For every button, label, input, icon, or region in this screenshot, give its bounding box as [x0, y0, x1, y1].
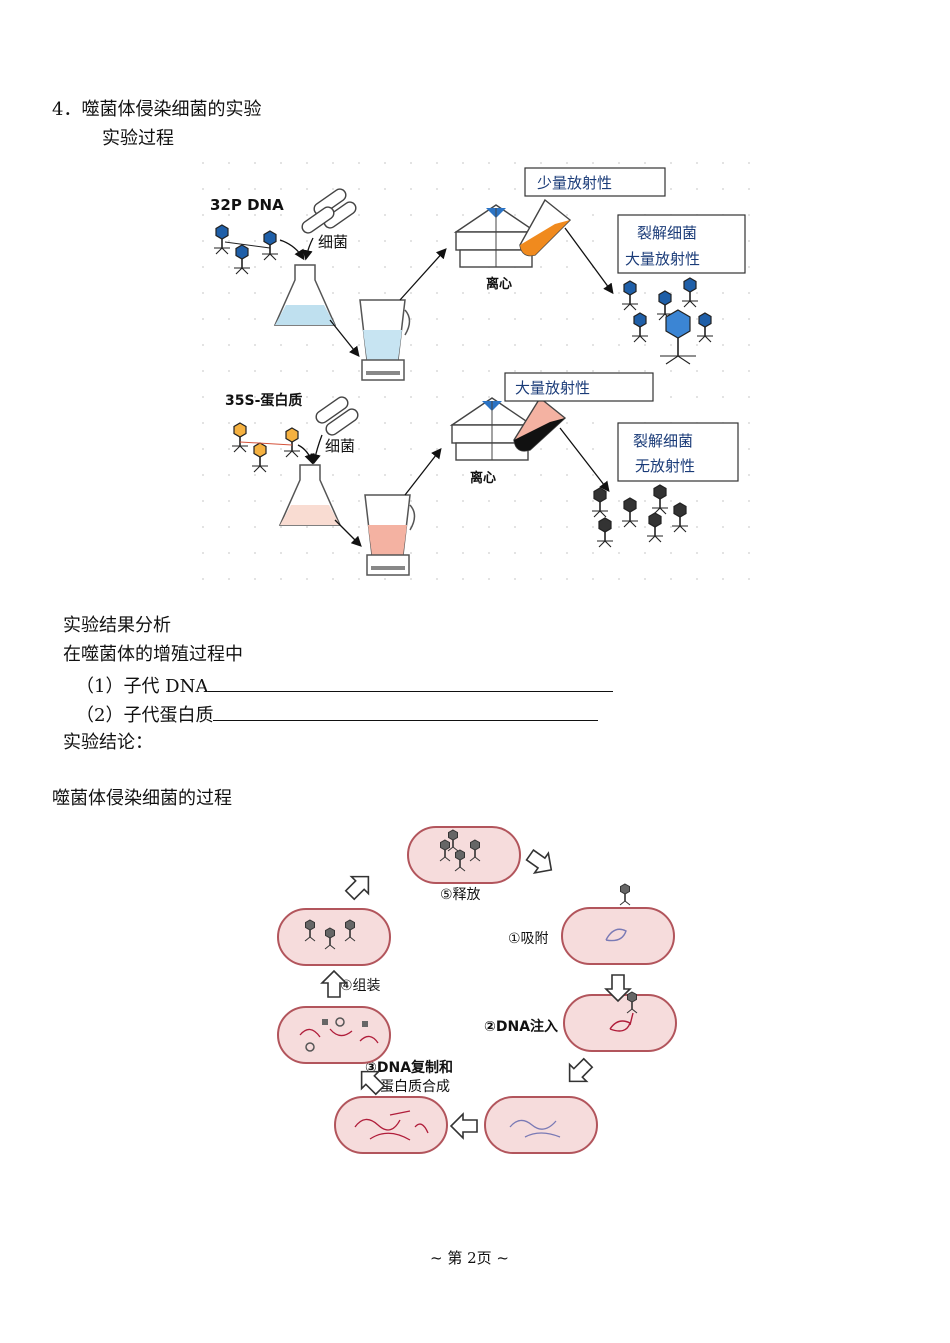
section-title: 4．噬菌体侵染细菌的实验 — [52, 99, 262, 120]
step-replicate-line1: ③DNA复制和 — [365, 1059, 453, 1076]
cycle-title: 噬菌体侵染细菌的过程 — [52, 788, 232, 809]
page-footer: ~ 第 2页 ~ — [430, 1249, 509, 1267]
conclusion-label: 实验结论： — [63, 732, 153, 753]
row1-result-box — [617, 214, 746, 274]
row2-result-line1: 裂解细菌 — [633, 432, 693, 450]
row2-supernatant-box — [504, 372, 654, 402]
analysis-heading: 实验结果分析 — [63, 615, 171, 636]
row2-blender — [364, 494, 416, 576]
row1-bacteria-label: 细菌 — [318, 233, 348, 251]
row1-result-line1: 裂解细菌 — [637, 224, 697, 242]
step-assemble: ④组装 — [340, 978, 381, 994]
section-subtitle: 实验过程 — [102, 128, 174, 149]
row1-centrifuge — [453, 204, 539, 268]
experiment-figure: 32P DNA 细菌 离心 少量放射性 — [200, 160, 760, 580]
row1-supernatant-box — [524, 167, 666, 197]
answer-blank-dna[interactable] — [208, 673, 614, 692]
row1-phages — [213, 224, 279, 275]
step-inject: ②DNA注入 — [484, 1018, 558, 1035]
question-dna-label: （1）子代 DNA — [76, 676, 209, 697]
arrow-release-to-adsorb — [522, 844, 559, 881]
row2-phages — [231, 422, 301, 473]
arrow-replicating-to-synthesis — [450, 1113, 478, 1139]
row2-centrifuge-label: 离心 — [470, 470, 496, 486]
row2-centrifuge — [449, 397, 535, 461]
cell-packaged — [277, 908, 391, 966]
step-release: ⑤释放 — [440, 887, 481, 903]
analysis-intro: 在噬菌体的增殖过程中 — [63, 644, 243, 665]
arrow-packaged-to-release — [340, 867, 378, 905]
question-dna: （1）子代 DNA — [76, 673, 614, 699]
row2-supernatant-text: 大量放射性 — [515, 379, 590, 397]
row1-progeny-phages — [621, 277, 714, 365]
row2-tube — [513, 396, 567, 452]
cell-inject — [563, 994, 677, 1052]
row1-phage-label: 32P DNA — [210, 196, 284, 214]
step-adsorb: ①吸附 — [508, 931, 549, 947]
arrow-inject-to-replicating — [560, 1053, 598, 1091]
row2-result-line2: 无放射性 — [635, 457, 695, 475]
row1-result-line2: 大量放射性 — [625, 250, 700, 268]
cycle-figure: ⑤释放 ①吸附 ②DNA注入 ③DNA复制和 蛋白质合成 ④组装 — [270, 815, 690, 1160]
row2-bacteria-label: 细菌 — [325, 437, 355, 455]
cell-adsorb — [561, 907, 675, 965]
question-protein: （2）子代蛋白质 — [76, 702, 599, 728]
cell-replicating — [484, 1096, 598, 1154]
question-protein-label: （2）子代蛋白质 — [76, 705, 214, 726]
row1-tube — [519, 198, 572, 257]
cycle-diagram: ⑤释放 ①吸附 ②DNA注入 ③DNA复制和 蛋白质合成 ④组装 — [277, 826, 677, 1154]
cell-synthesis — [334, 1096, 448, 1154]
row1-blender — [359, 299, 411, 381]
row1-flask — [273, 264, 337, 326]
row1-centrifuge-label: 离心 — [486, 276, 512, 292]
row2-result-box — [617, 422, 739, 482]
experiment-diagram: 32P DNA 细菌 离心 少量放射性 — [200, 160, 760, 580]
answer-blank-protein[interactable] — [213, 702, 599, 721]
row1-supernatant-text: 少量放射性 — [537, 174, 612, 192]
cell-assembly — [277, 1006, 391, 1064]
row2-phage-label: 35S-蛋白质 — [225, 392, 302, 409]
step-replicate-line2: 蛋白质合成 — [380, 1079, 450, 1095]
